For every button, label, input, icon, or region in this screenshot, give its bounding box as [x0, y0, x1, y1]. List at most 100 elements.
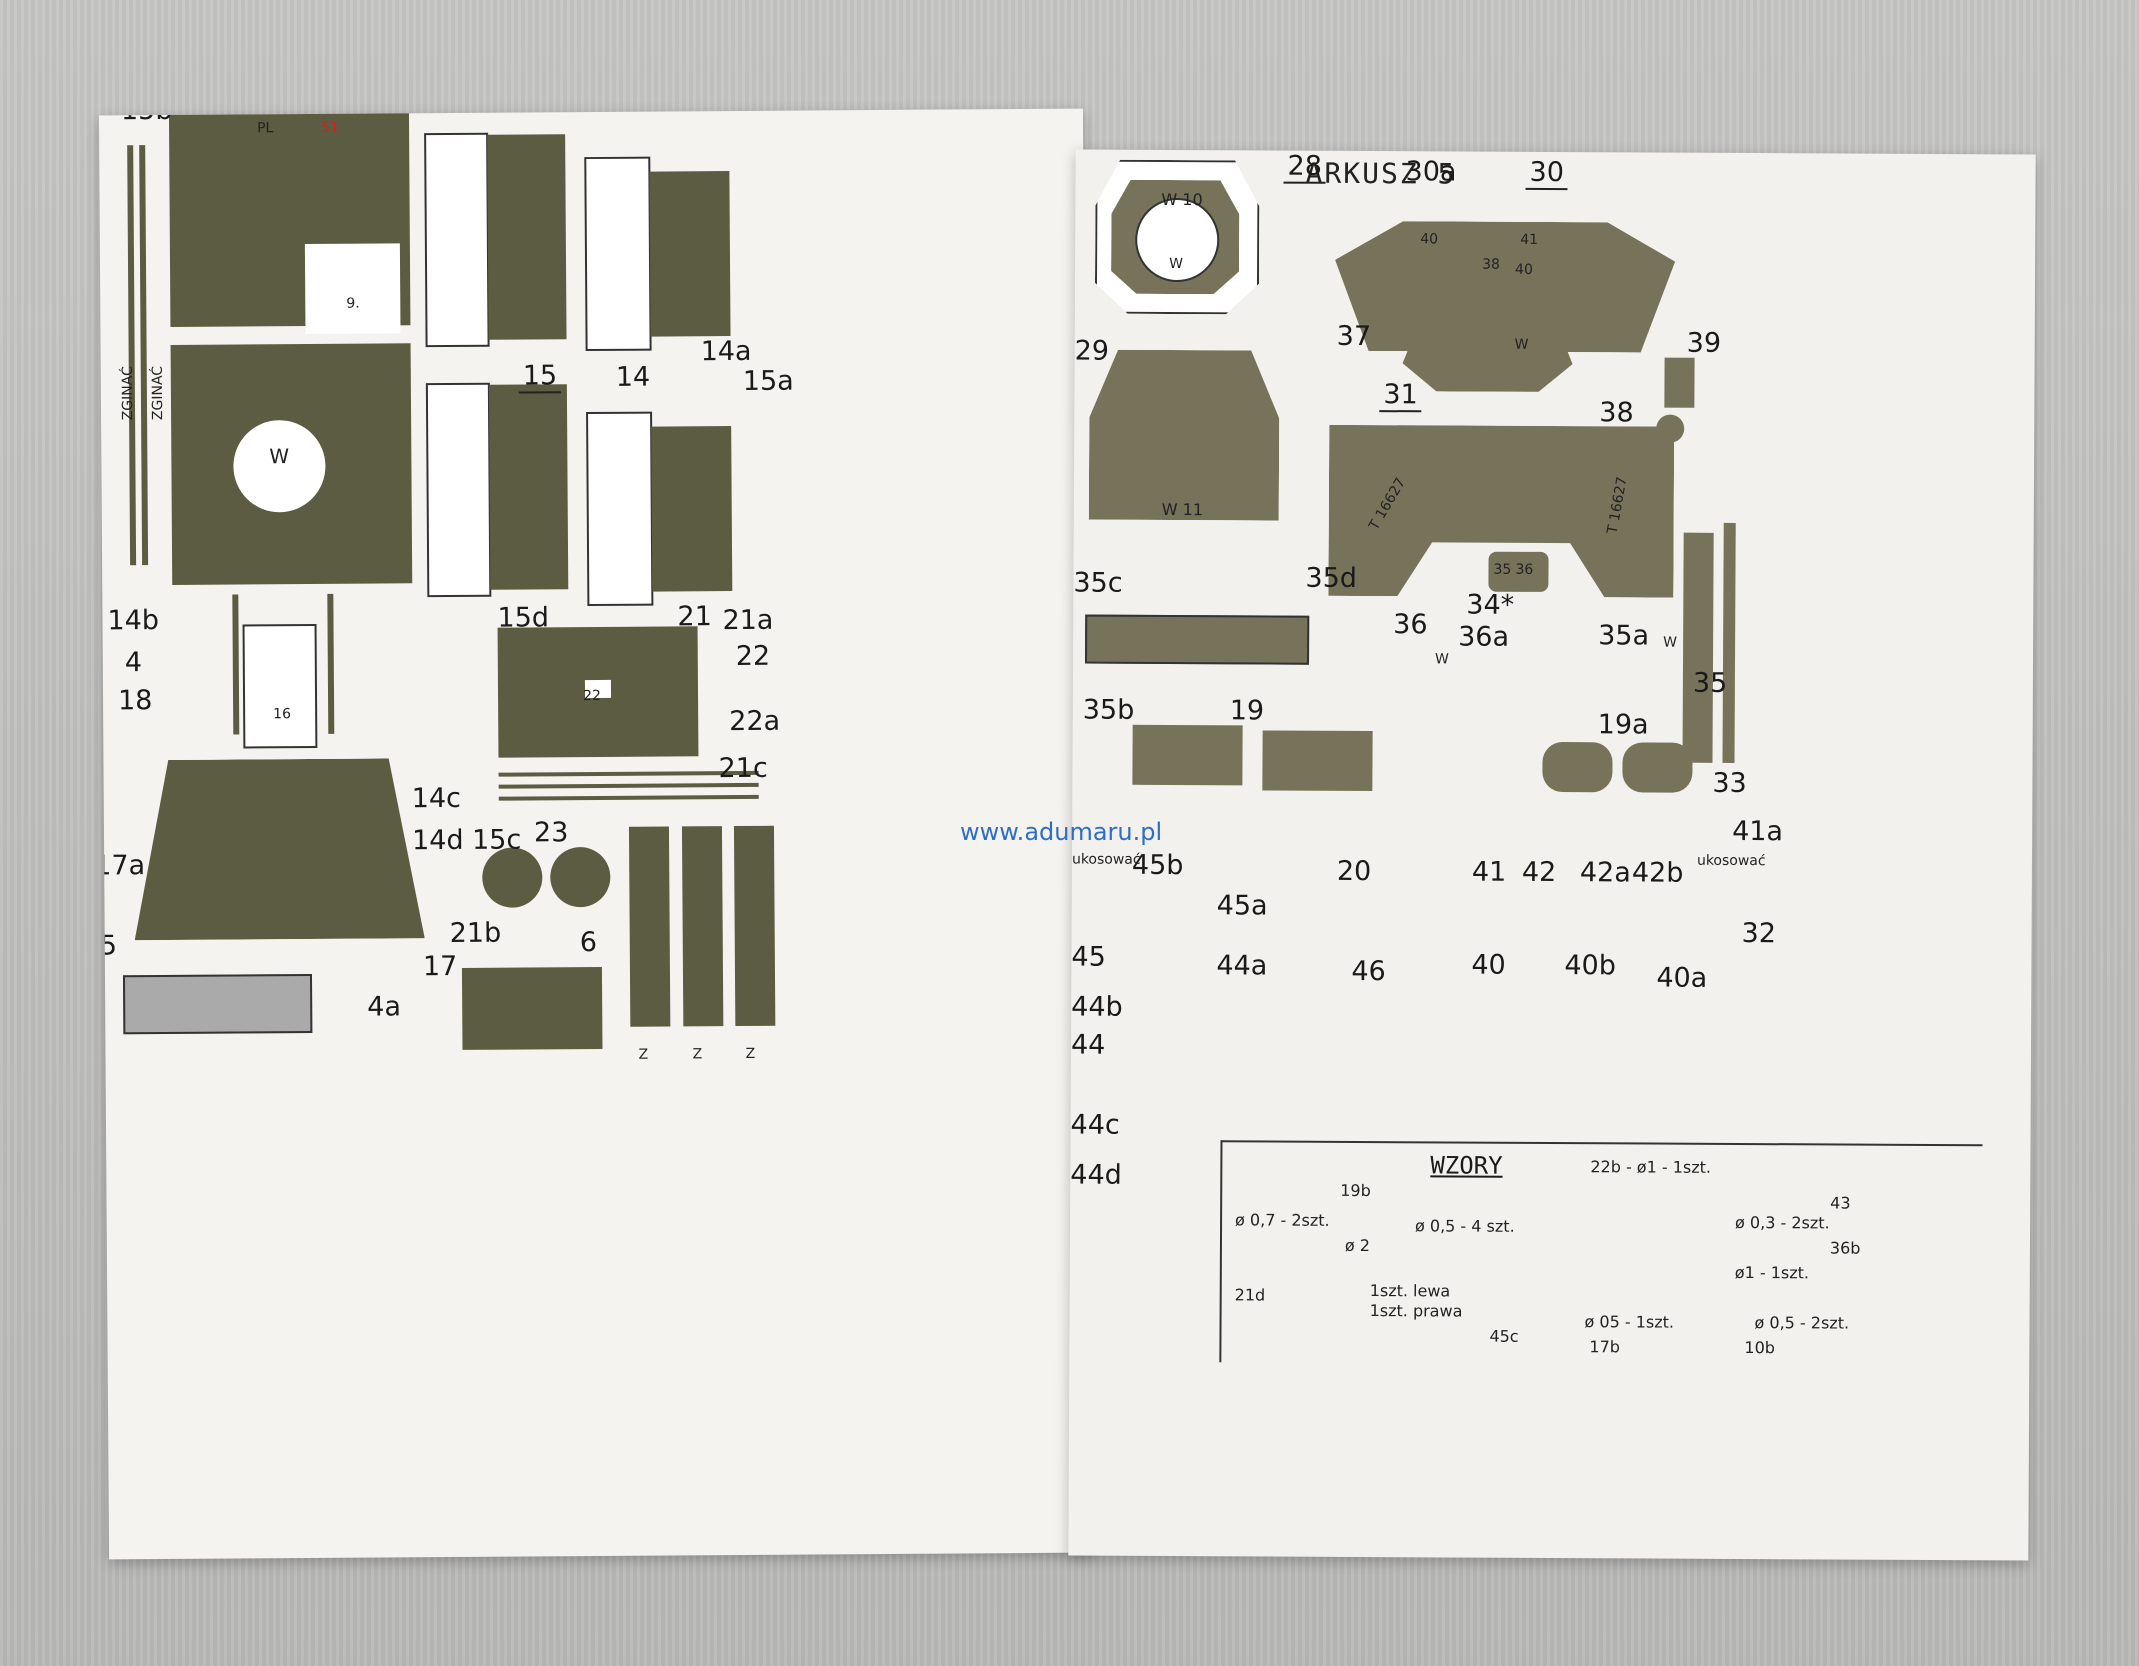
label-14: 14: [615, 361, 651, 393]
wzory-item: 36b: [1829, 1238, 1861, 1258]
fold-line: [232, 594, 240, 735]
label-44b: 44b: [1071, 991, 1123, 1023]
label-15a: 15a: [742, 365, 794, 397]
fold-line: [327, 593, 335, 734]
wzory-item: 22b - ø1 - 1szt.: [1590, 1157, 1712, 1177]
label-18: 18: [117, 685, 153, 717]
label-41a: 41a: [1732, 815, 1784, 848]
label-21a: 21a: [722, 604, 774, 637]
part-30-lower: [1402, 321, 1572, 392]
mark-pl: PL: [257, 120, 274, 137]
part-15: [487, 134, 567, 340]
hull-rear: [133, 758, 424, 960]
mark-17: 16: [273, 706, 292, 723]
label-40a: 40a: [1656, 962, 1708, 994]
label-30: 30: [1525, 156, 1569, 191]
label-21: 21: [677, 601, 712, 633]
label-31: 31: [1379, 379, 1422, 413]
part-14: [651, 426, 733, 592]
label-35d: 35d: [1305, 562, 1358, 594]
strip: [139, 145, 149, 566]
mark-w11: W 11: [1161, 499, 1204, 520]
label-42a: 42a: [1579, 857, 1631, 889]
wzory-item: ø 0,7 - 2szt.: [1235, 1210, 1330, 1230]
panel-17: [242, 623, 318, 749]
label-28: 28: [1283, 150, 1327, 184]
mark-22: 22: [582, 687, 601, 705]
label-44d: 44d: [1070, 1159, 1122, 1191]
label-44c: 44c: [1070, 1109, 1120, 1141]
label-19a: 19a: [1597, 709, 1649, 741]
label-14d: 14d: [411, 824, 464, 857]
wzory-item: 1szt. lewa: [1369, 1281, 1451, 1301]
part-35b: [1084, 614, 1310, 665]
label-14c: 14c: [411, 782, 462, 815]
part-21b: [482, 847, 543, 908]
mark-zginac: ZGINAĆ: [149, 365, 167, 421]
wzory-title: WZORY: [1430, 1151, 1503, 1180]
part-14-box: [584, 156, 652, 352]
label-35b: 35b: [1082, 694, 1135, 726]
sheet-left: ARKUSZ 4 15b 15 14 14a 15a 15d 21 21a 22…: [98, 108, 1094, 1560]
label-15d: 15d: [497, 602, 550, 634]
label-36: 36: [1393, 609, 1428, 641]
label-17a: 17a: [98, 850, 146, 882]
label-14b: 14b: [107, 605, 160, 637]
label-36a: 36a: [1458, 621, 1510, 653]
mark-w: W: [269, 444, 290, 469]
label-14a: 14a: [700, 335, 752, 368]
wzory-item: 45c: [1489, 1326, 1519, 1346]
mark-w10: W 10: [1161, 189, 1203, 210]
wzory-item: 17b: [1589, 1337, 1620, 1357]
mark-51: 51: [321, 119, 339, 136]
mark-35: 35: [1493, 561, 1512, 578]
label-22a: 22a: [729, 705, 781, 738]
label-42: 42: [1521, 856, 1557, 889]
label-35c: 35c: [1073, 567, 1123, 599]
wzory-item: ø1 - 1szt.: [1734, 1262, 1810, 1283]
strip: [127, 145, 137, 566]
mark-ukosowac: ukosować: [1071, 851, 1141, 868]
part-6: [681, 826, 724, 1027]
mark-w: W: [1663, 634, 1677, 651]
mark-z: Z: [745, 1045, 756, 1062]
part-14-box: [586, 411, 654, 607]
label-17: 17: [422, 950, 458, 983]
mark-zginac: ZGINAĆ: [119, 366, 137, 421]
part-19: [1132, 724, 1243, 786]
label-32: 32: [1741, 917, 1777, 950]
hull-window: [304, 243, 401, 335]
part-15: [488, 384, 569, 590]
label-33: 33: [1712, 767, 1747, 800]
part-38: [1656, 414, 1685, 443]
label-15c: 15c: [471, 824, 522, 856]
wzory-item: ø 0,5 - 4 szt.: [1415, 1216, 1515, 1236]
mark-41: 41: [1520, 231, 1539, 248]
part-6: [733, 825, 776, 1027]
wzory-item: ø 0,3 - 2szt.: [1735, 1212, 1830, 1233]
label-29: 29: [1074, 335, 1110, 367]
label-44: 44: [1070, 1029, 1106, 1061]
label-4a: 4a: [367, 991, 402, 1023]
mark-z: Z: [638, 1046, 649, 1063]
part-19a: [1622, 742, 1693, 793]
strip: [498, 794, 759, 801]
part-6: [628, 826, 671, 1027]
label-39: 39: [1686, 327, 1722, 359]
label-6: 6: [579, 926, 598, 959]
label-45: 45: [1071, 941, 1106, 973]
mark-38: 38: [1482, 256, 1500, 273]
part-15-box: [425, 382, 492, 598]
part-17: [461, 966, 603, 1050]
watermark: www.adumaru.pl: [960, 818, 1163, 846]
wzory-item: 10b: [1744, 1338, 1775, 1358]
part-5: [122, 973, 313, 1035]
label-15: 15: [518, 360, 562, 394]
label-35: 35: [1692, 667, 1728, 699]
label-34: 34*: [1466, 589, 1515, 621]
part-19a: [1542, 741, 1613, 793]
part-15-box: [424, 132, 490, 348]
wzory-item: ø 0,5 - 2szt.: [1754, 1313, 1850, 1333]
label-23: 23: [533, 817, 569, 849]
label-40b: 40b: [1564, 950, 1617, 982]
